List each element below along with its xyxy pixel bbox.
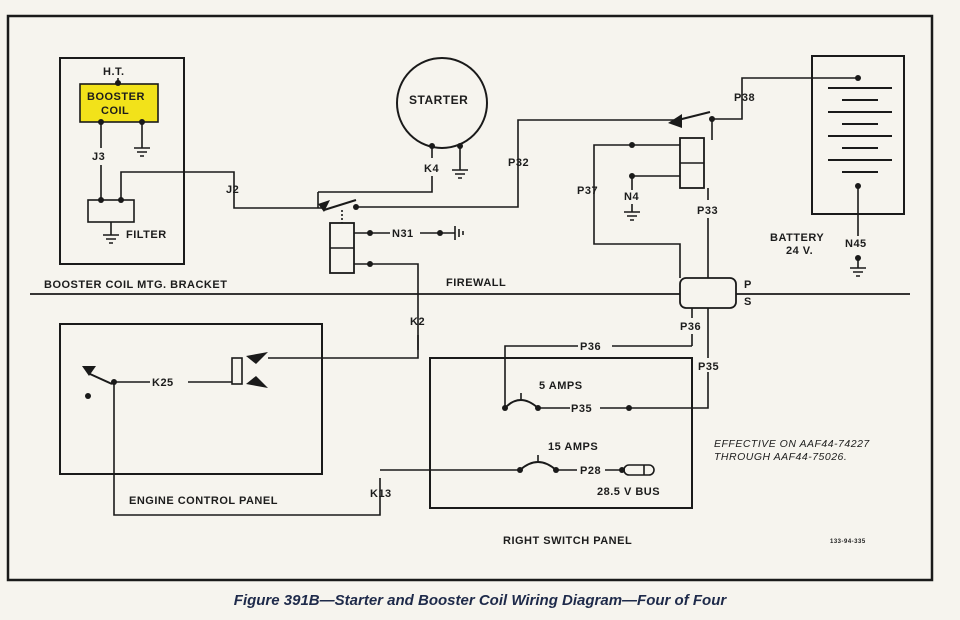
right-panel-label: RIGHT SWITCH PANEL [503, 535, 632, 547]
battery-label-1: BATTERY [770, 232, 824, 244]
amps15-label: 15 AMPS [548, 441, 598, 453]
bus-label: 28.5 V BUS [597, 486, 660, 498]
engine-switch-toggle [82, 366, 117, 399]
amps5-label: 5 AMPS [539, 380, 583, 392]
booster-to-j2-wire [120, 171, 325, 209]
booster-coil [79, 83, 159, 123]
filter-label: FILTER [126, 229, 167, 241]
ground-icon [850, 267, 866, 277]
p38-wire [712, 77, 858, 120]
battery-relay-switch [668, 111, 715, 128]
p36-wire [504, 345, 692, 408]
p37-label: P37 [577, 185, 598, 197]
k2-wire [268, 335, 419, 359]
k13-wire [113, 382, 381, 516]
battery-label-2: 24 V. [786, 245, 813, 257]
engine-control-panel-box [59, 323, 323, 475]
firewall-plug [679, 277, 737, 309]
ground-icon [134, 147, 150, 157]
ht-terminal [115, 80, 121, 86]
starter-k4-wire [318, 146, 433, 193]
breaker-5-amp [502, 393, 541, 411]
j2-label: J2 [226, 184, 239, 196]
engine-panel-label: ENGINE CONTROL PANEL [129, 495, 278, 507]
p36-top-label: P36 [680, 321, 701, 333]
figure-caption: Figure 391B—Starter and Booster Coil Wir… [233, 592, 727, 609]
n31-terminal [437, 230, 443, 236]
p35-label: P35 [571, 403, 592, 415]
starter-label: STARTER [409, 93, 468, 107]
k13-label: K13 [370, 488, 392, 500]
wiring-diagram: H.T. BOOSTER COIL J3 FILTER J2 BOOSTER C… [6, 14, 934, 582]
bus-connector-icon [619, 464, 655, 476]
starter-motor [396, 57, 488, 149]
ht-label: H.T. [103, 66, 125, 78]
p35-wire-label: P35 [698, 361, 719, 373]
plug-p-label: P [744, 279, 752, 291]
plug-s-label: S [744, 296, 752, 308]
p35-wire [538, 372, 709, 409]
p38-label: P38 [734, 92, 755, 104]
bracket-label: BOOSTER COIL MTG. BRACKET [44, 279, 227, 291]
k2-label: K2 [410, 316, 425, 328]
booster-coil-label-1: BOOSTER [87, 91, 145, 103]
p33-label: P33 [697, 205, 718, 217]
p32-label: P32 [508, 157, 529, 169]
starter-relay-switch [317, 119, 676, 212]
battery-positive-terminal [855, 75, 861, 81]
ground-icon [452, 169, 468, 179]
booster-bracket-box [59, 57, 185, 265]
p37-wire [593, 144, 681, 278]
n45-label: N45 [845, 238, 867, 250]
diagram-frame [6, 14, 934, 582]
ground-icon [624, 211, 640, 221]
engine-panel-switch [231, 352, 268, 388]
p36-wire-label: P36 [580, 341, 601, 353]
k4-label: K4 [424, 163, 439, 175]
p28-label: P28 [580, 465, 601, 477]
relay-coil-leads [354, 232, 419, 350]
plug-lower-leads [691, 308, 709, 358]
battery-cells [828, 87, 892, 173]
breaker-15-amp [517, 455, 559, 473]
ground-icon [454, 226, 464, 240]
right-switch-panel-box [429, 357, 693, 509]
n31-label: N31 [392, 228, 414, 240]
j3-label: J3 [92, 151, 105, 163]
firewall-label: FIREWALL [446, 277, 506, 289]
n4-label: N4 [624, 191, 639, 203]
filter-box [87, 199, 135, 223]
effective-note-2: THROUGH AAF44-75026. [714, 451, 847, 463]
booster-coil-label-2: COIL [101, 105, 129, 117]
k25-label: K25 [152, 377, 174, 389]
drawing-number: 133-94-335 [830, 539, 866, 545]
ground-icon [103, 234, 119, 244]
effective-note-1: EFFECTIVE ON AAF44-74227 [714, 438, 870, 450]
p35-terminal [626, 405, 632, 411]
